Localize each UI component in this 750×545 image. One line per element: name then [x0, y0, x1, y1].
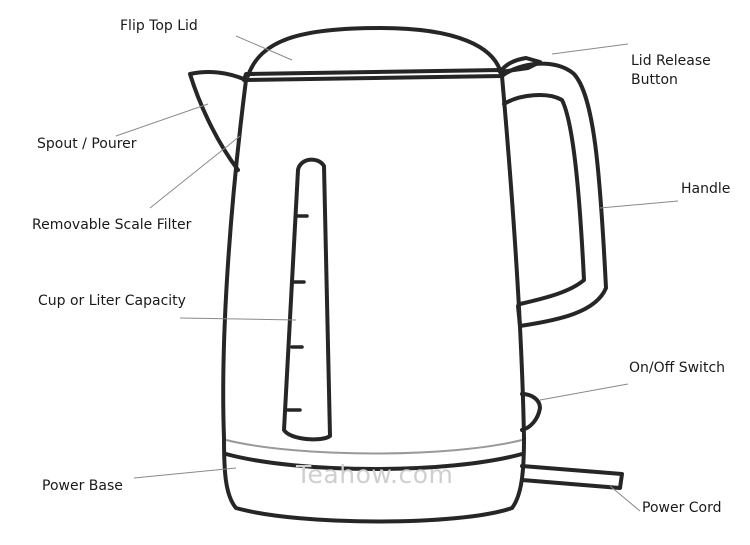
water-window [282, 157, 332, 442]
leader-flip-top-lid [235, 35, 293, 61]
body-bottom [222, 436, 526, 524]
body-right-side [500, 74, 526, 440]
lid-rim [242, 68, 504, 82]
base-band-upper [225, 439, 523, 455]
leader-power-base [133, 467, 237, 479]
leader-lid-release [551, 43, 629, 55]
lid-dome [246, 26, 502, 78]
leader-scale-filter [149, 135, 241, 209]
power-cord [520, 464, 624, 490]
watermark-text: Teahow.com [296, 460, 454, 489]
handle-inner [502, 93, 586, 306]
leader-power-cord [609, 485, 641, 512]
lid-release-button [498, 56, 542, 74]
label-lid-release-line1: Lid Release [631, 53, 711, 69]
leader-on-off-switch [539, 383, 629, 401]
label-power-cord: Power Cord [642, 500, 722, 516]
on-off-switch [520, 392, 542, 432]
handle-lower [516, 304, 522, 328]
body-left-side [221, 78, 248, 440]
label-capacity: Cup or Liter Capacity [38, 293, 186, 309]
label-spout: Spout / Pourer [37, 136, 137, 152]
handle-outer [500, 61, 608, 328]
leader-capacity [179, 317, 297, 321]
leader-handle [599, 200, 679, 209]
label-on-off-switch: On/Off Switch [629, 360, 726, 376]
spout-outline [188, 70, 248, 172]
label-power-base: Power Base [42, 478, 123, 494]
base-band-lower [224, 452, 524, 471]
label-scale-filter: Removable Scale Filter [32, 217, 192, 233]
leader-spout [115, 103, 209, 137]
label-flip-top-lid: Flip Top Lid [120, 18, 198, 34]
label-handle: Handle [681, 181, 731, 197]
label-lid-release-line2: Button [631, 72, 678, 88]
label-lid-release-button: Lid Release Button [631, 52, 711, 90]
